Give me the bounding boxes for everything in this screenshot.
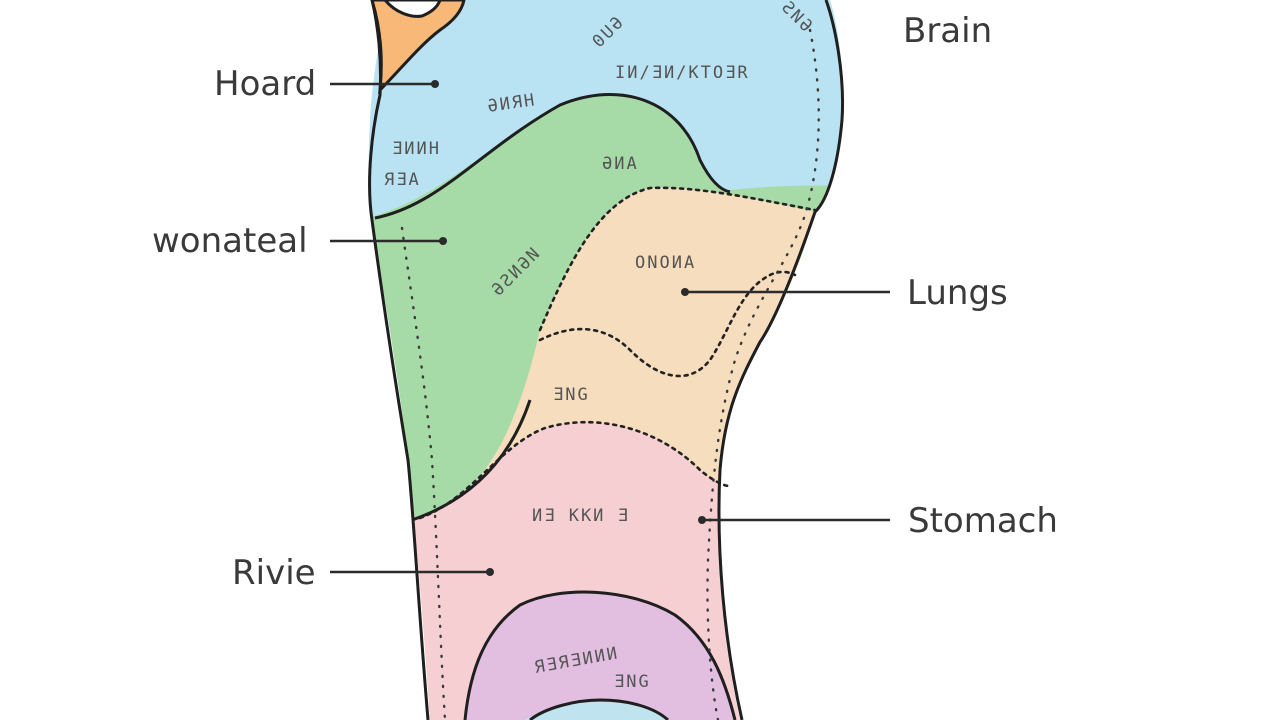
border-purple [463,590,737,720]
foot-outline-right [717,0,844,720]
zone-text-purple-b: ƎNG [614,672,651,692]
leader-dot-stomach [698,516,706,524]
zone-text-blue-header: IИ/ƎИ/KTOƎR [615,63,750,83]
zone-text-orange-top: ONOИA [635,253,696,273]
label-lungs: Lungs [907,273,1008,313]
leader-dot-lungs [681,288,689,296]
zone-purple [465,592,735,720]
leader-dot-wonateal [439,237,447,245]
foot-zones [368,0,843,720]
labels: Brain Hoard wonateal Lungs Stomach Rivie [152,11,1058,593]
toe [370,0,466,95]
zone-text-green-top: ƏИA [602,154,639,174]
zone-text-blue-left-a: ƎИИH [392,139,441,159]
leader-dot-rivie [486,568,494,576]
dashed-border-orange-top [538,186,817,332]
zone-text-blue-left-b: ЯƎA [384,170,421,190]
dashed-border-pink-top [418,420,730,520]
label-rivie: Rivie [232,553,316,593]
dotted-line-left [400,226,447,720]
leader-dot-hoard [431,80,439,88]
label-hoard: Hoard [214,64,316,104]
foot-outline [368,0,430,720]
leader-lines [330,80,890,576]
border-green-pink [411,399,532,522]
label-stomach: Stomach [908,501,1058,541]
border-bottom-blue [529,698,670,720]
dashed-border-orange-inner [538,270,797,378]
label-wonateal: wonateal [152,221,308,261]
zone-text-orange-low: ƎNG [553,385,590,405]
zone-text-pink: ИƎ KKИ Ǝ [532,506,630,526]
border-blue-green [374,92,731,220]
label-brain: Brain [903,11,992,51]
